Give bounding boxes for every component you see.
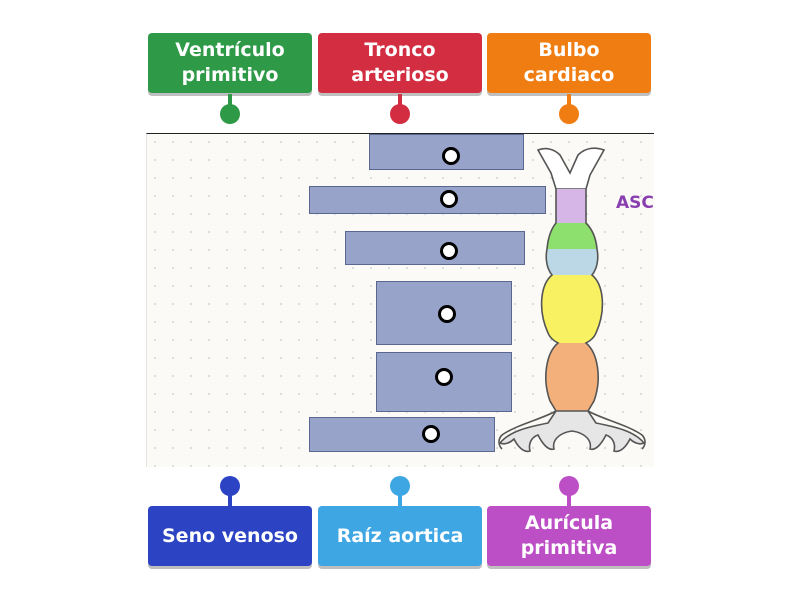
heart-tube-illustration <box>498 147 646 453</box>
label-tile-bulbo-cardiaco[interactable]: Bulbo cardiaco <box>487 33 651 93</box>
drop-zone-6[interactable] <box>309 417 495 452</box>
tile-text: Aurícula primitiva <box>520 512 618 559</box>
tile-stem <box>228 492 232 506</box>
tile-connector-dot <box>559 104 579 124</box>
drop-zone-3[interactable] <box>345 231 525 265</box>
tile-stem <box>398 492 402 506</box>
tile-stem <box>567 94 571 108</box>
tile-connector-dot <box>559 476 579 496</box>
drop-zone-dot <box>440 190 458 208</box>
tile-text: Seno venoso <box>162 524 298 547</box>
drop-zone-dot <box>438 305 456 323</box>
tile-stem <box>567 492 571 506</box>
drop-zone-2[interactable] <box>309 186 546 214</box>
tile-connector-dot <box>220 104 240 124</box>
label-tile-seno-venoso[interactable]: Seno venoso <box>148 506 312 566</box>
heart-tube-diagram: ASC <box>146 133 654 467</box>
label-tile-auricula-primitiva[interactable]: Aurícula primitiva <box>487 506 651 566</box>
tile-stem <box>398 94 402 108</box>
drop-zone-dot <box>442 147 460 165</box>
drop-zone-dot <box>440 242 458 260</box>
drop-zone-dot <box>422 425 440 443</box>
label-tile-tronco-arterioso[interactable]: Tronco arterioso <box>318 33 482 93</box>
drop-zone-dot <box>435 368 453 386</box>
tile-connector-dot <box>390 104 410 124</box>
label-tile-raiz-aortica[interactable]: Raíz aortica <box>318 506 482 566</box>
tile-connector-dot <box>220 476 240 496</box>
tile-text: Tronco arterioso <box>351 39 449 86</box>
tile-connector-dot <box>390 476 410 496</box>
tile-text: Ventrículo primitivo <box>175 39 285 86</box>
tile-text: Raíz aortica <box>336 524 464 547</box>
label-tile-ventriculo-primitivo[interactable]: Ventrículo primitivo <box>148 33 312 93</box>
partial-label-asc: ASC <box>616 193 654 213</box>
tile-text: Bulbo cardiaco <box>523 39 615 86</box>
tile-stem <box>228 94 232 108</box>
